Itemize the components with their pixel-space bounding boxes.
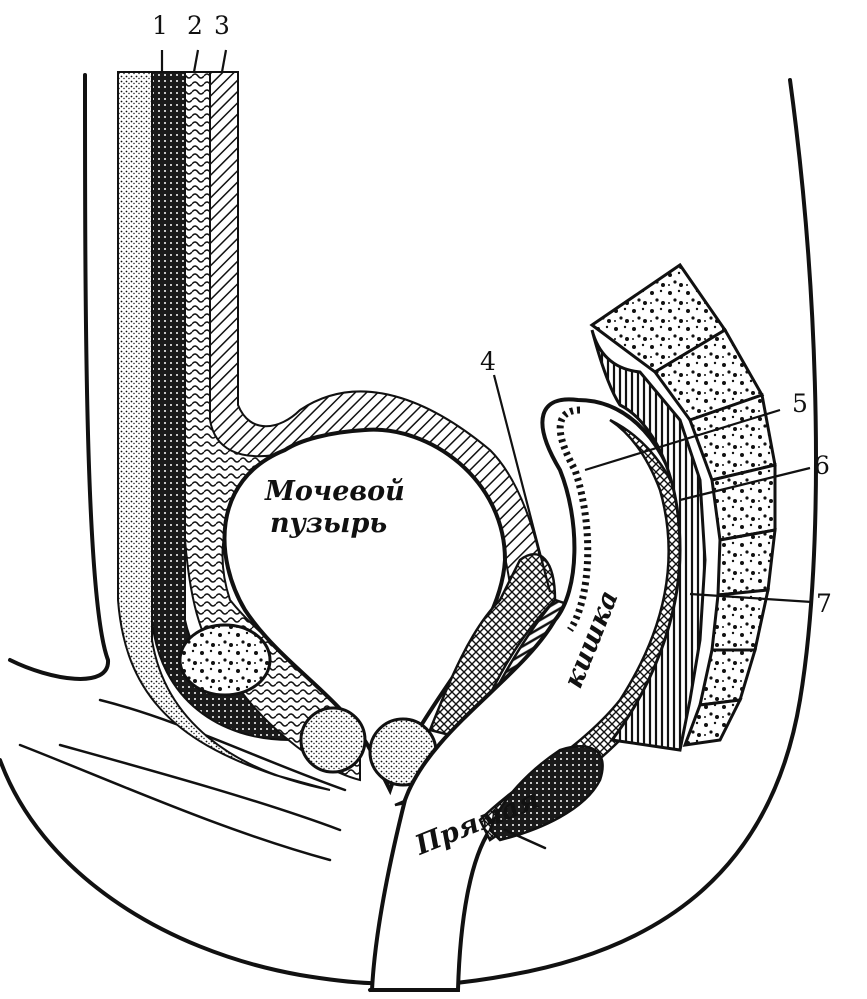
leader-3 bbox=[222, 50, 226, 72]
vertebra-4 bbox=[712, 465, 775, 540]
label-2: 2 bbox=[187, 11, 203, 40]
vertebra-5 bbox=[718, 530, 775, 595]
fold-line-1 bbox=[20, 745, 330, 860]
vertebra-8 bbox=[685, 700, 740, 745]
label-3: 3 bbox=[214, 11, 230, 40]
bladder-label-line2: пузырь bbox=[270, 508, 387, 539]
label-7: 7 bbox=[816, 589, 832, 618]
perineum-outline bbox=[0, 760, 420, 983]
gland-left bbox=[301, 708, 365, 772]
body-outline-left bbox=[10, 75, 108, 679]
label-4: 4 bbox=[480, 347, 496, 376]
vertebra-7 bbox=[700, 650, 755, 705]
bladder-label-line1: Мочевой bbox=[264, 476, 405, 507]
label-6: 6 bbox=[814, 451, 830, 480]
pubic-bone bbox=[180, 625, 270, 695]
label-1: 1 bbox=[152, 11, 168, 40]
leader-2 bbox=[194, 50, 198, 72]
label-5: 5 bbox=[792, 389, 808, 418]
